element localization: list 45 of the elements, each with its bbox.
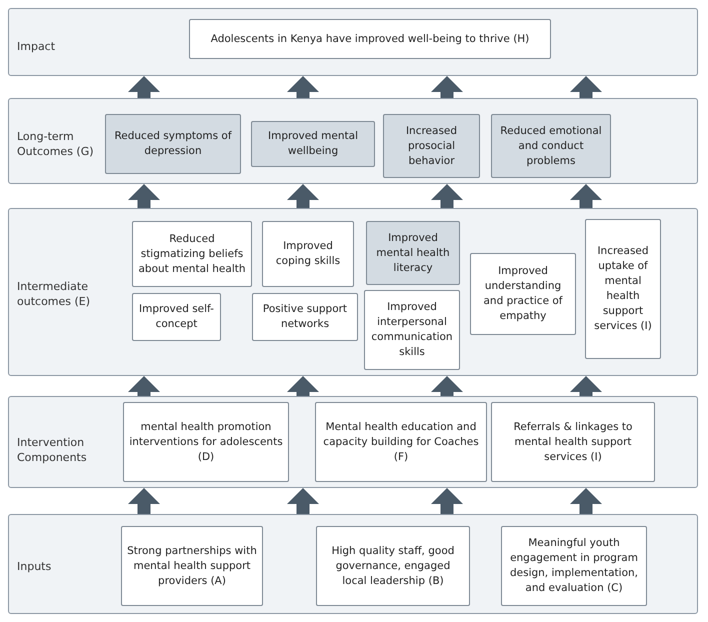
outcome-box: Mental health education and capacity building for Coaches (F) bbox=[315, 402, 487, 482]
block-arrow bbox=[287, 184, 319, 208]
level-band bbox=[8, 514, 698, 614]
outcome-box: Increased prosocial behavior bbox=[383, 114, 480, 178]
block-arrow bbox=[128, 376, 160, 396]
outcome-box: Increased uptake of mental health support services (I) bbox=[585, 219, 661, 359]
outcome-box: mental health promotion interventions for adolescents (D) bbox=[123, 402, 289, 482]
outcome-box: Meaningful youth engagement in program design, implementation, and evaluation (C) bbox=[501, 526, 647, 606]
outcome-box: Reduced symptoms of depression bbox=[105, 114, 241, 174]
block-arrow bbox=[287, 488, 319, 514]
outcome-box: Reduced stigmatizing beliefs about mental health bbox=[132, 221, 252, 287]
level-heading: Inputs bbox=[17, 559, 52, 574]
level-heading: Intermediate outcomes (E) bbox=[17, 279, 92, 309]
outcome-box: Improved coping skills bbox=[262, 221, 354, 287]
block-arrow bbox=[570, 488, 602, 514]
block-arrow bbox=[287, 376, 319, 396]
outcome-box: Adolescents in Kenya have improved well-being to thrive (H) bbox=[189, 19, 551, 59]
outcome-box: Improved interpersonal communication skills bbox=[364, 290, 460, 370]
level-heading: Impact bbox=[17, 39, 56, 54]
block-arrow bbox=[570, 376, 602, 396]
block-arrow bbox=[431, 376, 463, 396]
outcome-box: Reduced emotional and conduct problems bbox=[491, 114, 611, 178]
block-arrow bbox=[431, 488, 463, 514]
outcome-box: Improved mental wellbeing bbox=[251, 121, 375, 167]
block-arrow bbox=[431, 76, 463, 98]
outcome-box: Improved self-concept bbox=[132, 293, 221, 341]
block-arrow bbox=[128, 488, 160, 514]
block-arrow bbox=[431, 184, 463, 208]
level-band bbox=[8, 396, 698, 488]
level-heading: Long-term Outcomes (G) bbox=[17, 129, 95, 159]
level-band bbox=[8, 208, 698, 376]
outcome-box: Improved understanding and practice of empathy bbox=[470, 253, 576, 335]
level-heading: Intervention Components bbox=[17, 435, 88, 465]
block-arrow bbox=[128, 76, 160, 98]
level-band bbox=[8, 8, 698, 76]
outcome-box: Strong partnerships with mental health support providers (A) bbox=[121, 526, 263, 606]
block-arrow bbox=[128, 184, 160, 208]
level-band bbox=[8, 98, 698, 184]
block-arrow bbox=[570, 184, 602, 208]
outcome-box: Referrals & linkages to mental health support services (I) bbox=[491, 402, 655, 482]
outcome-box: Improved mental health literacy bbox=[366, 221, 460, 285]
outcome-box: Positive support networks bbox=[252, 293, 358, 341]
block-arrow bbox=[570, 76, 602, 98]
block-arrow bbox=[287, 76, 319, 98]
outcome-box: High quality staff, good governance, engaged local leadership (B) bbox=[316, 526, 470, 606]
